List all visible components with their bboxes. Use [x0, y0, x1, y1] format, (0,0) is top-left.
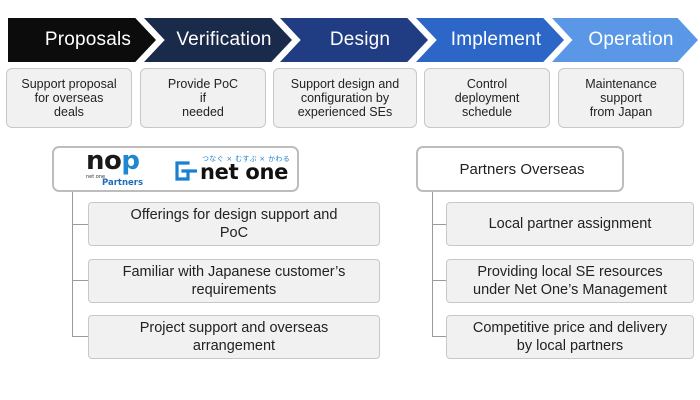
nop-logo-small-text: net one — [86, 174, 106, 180]
step-label: Design — [329, 29, 391, 50]
left-item-project-support: Project support and overseas arrangement — [88, 315, 380, 359]
right-item-competitive-price: Competitive price and delivery by local … — [446, 315, 694, 359]
nop-logo-p: p — [121, 146, 140, 176]
step-label: Implement — [450, 29, 542, 50]
step-label: Proposals — [44, 29, 132, 50]
step-description-design: Support design and configuration by expe… — [273, 68, 417, 128]
partners-overseas-title: Partners Overseas — [459, 160, 585, 178]
partners-overseas-header — [416, 146, 624, 192]
right-tree-branch — [432, 280, 446, 281]
step-description-operation: Maintenance support from Japan — [558, 68, 684, 128]
left-item-offerings: Offerings for design support and PoC — [88, 202, 380, 246]
left-tree-branch — [72, 280, 88, 281]
right-item-local-partner: Local partner assignment — [446, 202, 694, 246]
left-tree-trunk — [72, 192, 73, 337]
left-item-familiar: Familiar with Japanese customer’s requir… — [88, 259, 380, 303]
step-verification: Verification — [144, 18, 292, 62]
nop-logo-subtitle: Partners — [102, 178, 144, 188]
right-tree-trunk — [432, 192, 433, 337]
step-description-implement: Control deployment schedule — [424, 68, 550, 128]
net-one-wordmark: net one — [200, 160, 289, 184]
net-one-logo-header — [52, 146, 299, 192]
nop-logo-letters: no — [86, 146, 122, 176]
nop-partners-logo: nop net one Partners — [82, 146, 144, 188]
left-tree-branch — [72, 224, 88, 225]
step-description-proposals: Support proposal for overseas deals — [6, 68, 132, 128]
right-item-local-se: Providing local SE resources under Net O… — [446, 259, 694, 303]
net-one-logo: つなぐ × むすぶ × かわる net one — [172, 152, 292, 188]
right-tree-branch — [432, 224, 446, 225]
step-operation: Operation — [552, 18, 698, 62]
right-tree-branch — [432, 336, 446, 337]
net-one-mark-icon — [175, 161, 197, 181]
left-tree-branch — [72, 336, 88, 337]
step-description-verification: Provide PoC if needed — [140, 68, 266, 128]
net-one-tagline: つなぐ × むすぶ × かわる — [202, 155, 290, 163]
step-design: Design — [280, 18, 428, 62]
step-proposals: Proposals — [8, 18, 156, 62]
step-implement: Implement — [416, 18, 564, 62]
step-label: Operation — [588, 29, 674, 50]
step-label: Verification — [176, 29, 272, 50]
